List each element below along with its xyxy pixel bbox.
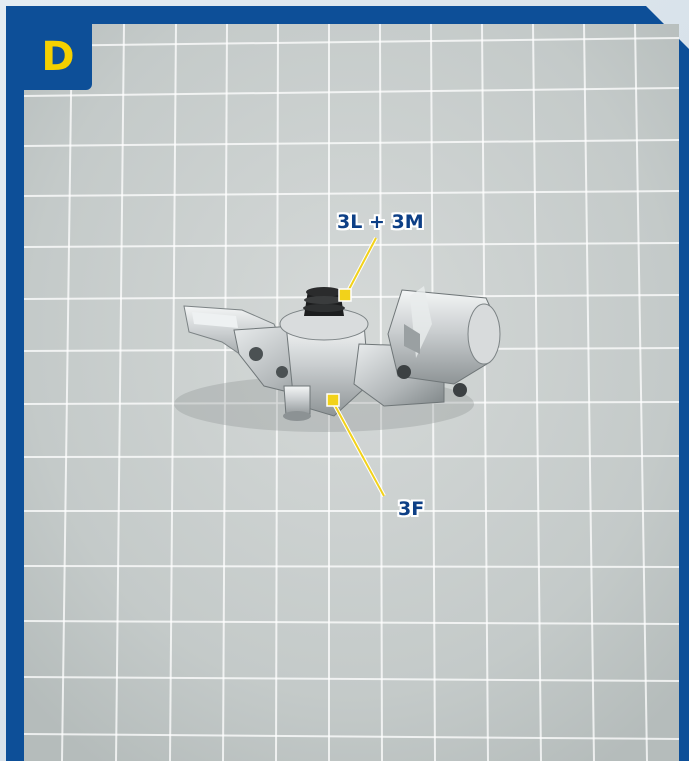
brake-master-cylinder-part xyxy=(183,286,501,421)
callout-label-3l-3m: 3L + 3M xyxy=(337,211,424,233)
mat-grid xyxy=(24,24,679,761)
product-photo xyxy=(24,24,679,761)
step-tag: D xyxy=(24,24,92,90)
callout-label-3f: 3F xyxy=(398,498,425,520)
cutting-mat xyxy=(24,24,679,761)
step-letter: D xyxy=(41,34,75,80)
callout-marker-bottom xyxy=(326,393,340,407)
callout-marker-top xyxy=(338,288,352,302)
